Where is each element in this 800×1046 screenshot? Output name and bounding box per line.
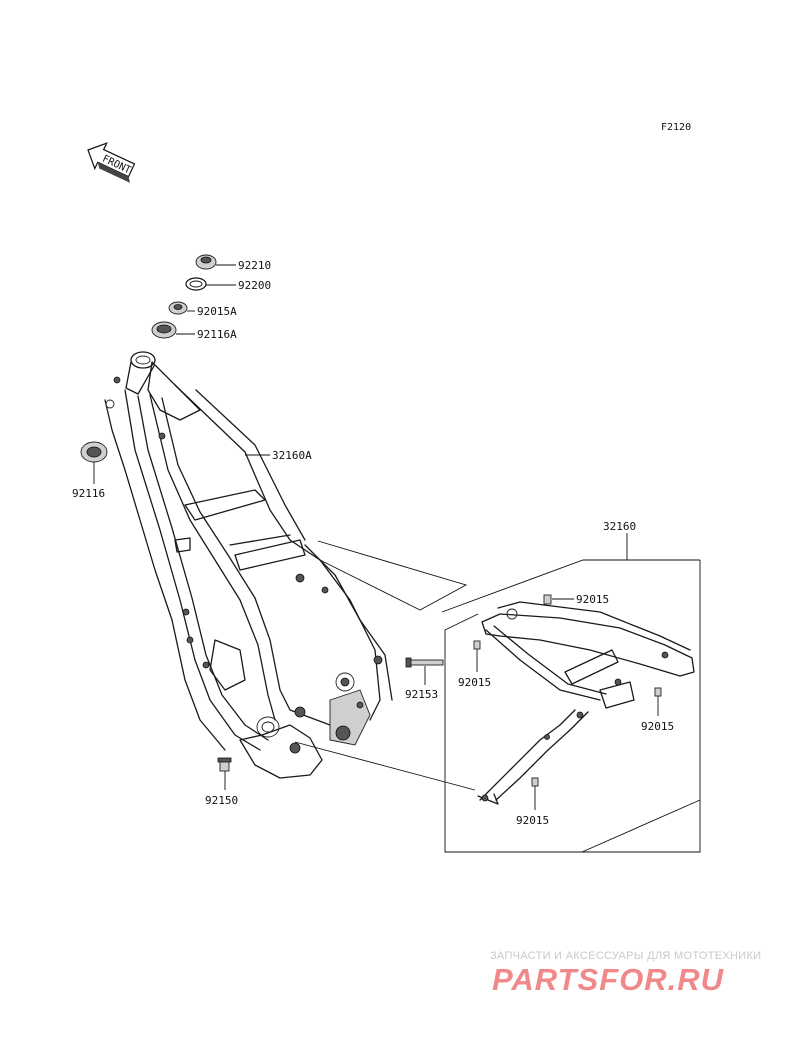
part-label-92200: 92200 [238,279,271,292]
watermark-tagline: ЗАПЧАСТИ И АКСЕССУАРЫ ДЛЯ МОТОТЕХНИКИ [490,950,762,962]
main-frame-32160a [104,351,393,779]
stem-nut-92210 [195,254,217,270]
stem-nut-92015a [168,301,188,315]
part-label-92015-left: 92015 [458,676,491,689]
front-arrow-icon: FRONT [87,142,136,183]
part-label-32160a: 32160A [272,449,312,462]
part-label-92116: 92116 [72,487,105,500]
bolt-92015-top [543,594,552,605]
bearing-92116a [151,321,177,339]
diagram-ref-code: F2120 [661,122,691,133]
rear-subframe-32160 [477,601,695,805]
part-label-92210: 92210 [238,259,271,272]
part-label-92015-top: 92015 [576,593,609,606]
part-label-32160: 32160 [603,520,636,533]
bolt-92015-right [654,687,662,697]
watermark-logo: PARTSFOR.RU [492,962,725,997]
part-label-92116a: 92116A [197,328,237,341]
part-label-92150: 92150 [205,794,238,807]
stem-washer-92200 [185,277,207,291]
bearing-92116 [80,441,108,463]
bolt-92153 [405,657,444,668]
part-label-92015-right: 92015 [641,720,674,733]
bolt-92015-left [473,640,481,650]
part-label-92153: 92153 [405,688,438,701]
subframe-callout-box [441,533,701,853]
part-label-92015-bottom: 92015 [516,814,549,827]
bolt-92015-bottom [531,777,539,787]
part-label-92015a: 92015A [197,305,237,318]
bolt-92150 [217,757,232,772]
